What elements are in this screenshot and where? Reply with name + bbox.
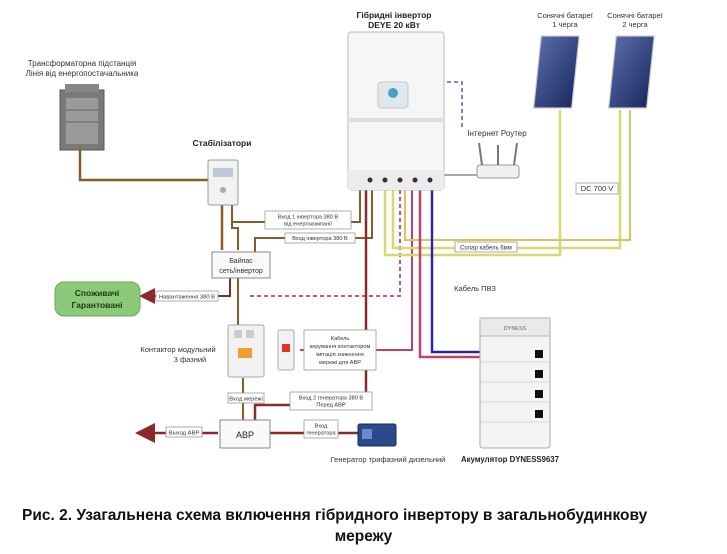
dc-voltage-tag: DC 700 V [575, 182, 619, 195]
svg-text:Солар кабель 6мм: Солар кабель 6мм [460, 246, 512, 252]
bypass-switch: Байпас сеть/інвертор [211, 251, 271, 279]
svg-text:Вход: Вход [315, 424, 328, 430]
svg-text:Генератор трифазний дизельний: Генератор трифазний дизельний [331, 455, 446, 464]
load-output-tag: Навантаження 380 В [155, 290, 219, 302]
pvz-cable-label: Кабель ПВЗ [454, 284, 496, 293]
hybrid-inverter: Гібридні інвертор DEYE 20 кВт [347, 10, 445, 191]
caption-line-1: Рис. 2. Узагальнена схема включення гібр… [22, 507, 648, 524]
solar1-label-1: Сонячні батареї [537, 11, 594, 20]
svg-text:Навантаження 380 В: Навантаження 380 В [159, 295, 215, 301]
stabilizer-label: Стабілізатори [193, 138, 252, 148]
transformer-label-1: Трансформаторна підстанція [28, 59, 136, 68]
gen-input2-tag: Вход 2 генератора 380 В Перед АВР [289, 391, 373, 411]
input1-tag: Вход 1 інвертора 380 В від енергокомпані… [264, 210, 352, 230]
network-dashed-line [440, 81, 463, 130]
stabilizer-bypass-loop [231, 205, 239, 250]
solar-panel-group-1: Сонячні батареї 1 черга [532, 11, 594, 109]
solar2-label-1: Сонячні батареї [607, 11, 664, 20]
svg-text:Байпас: Байпас [229, 257, 253, 265]
stabilizer: Стабілізатори [193, 138, 252, 206]
svg-text:АВР: АВР [236, 430, 254, 440]
solar-panel-group-2: Сонячні батареї 2 черга [607, 11, 664, 109]
svg-text:Споживачі: Споживачі [75, 288, 120, 298]
svg-text:Вход 1 інвертора 380 В: Вход 1 інвертора 380 В [278, 215, 338, 221]
svg-text:DYNESS: DYNESS [504, 326, 527, 332]
svg-text:3 фазний: 3 фазний [174, 355, 206, 364]
control-cable-tag: Кабель керування контактором імітація зн… [303, 329, 377, 371]
svg-text:мережі для АВР: мережі для АВР [319, 360, 361, 366]
inverter-label-1: Гібридні інвертор [357, 10, 432, 20]
modular-contactor: Контактор модульний 3 фазний [140, 324, 295, 378]
inverter-label-2: DEYE 20 кВт [368, 20, 420, 30]
svg-text:Кабель: Кабель [331, 336, 350, 342]
transformer-label-2: Лінія від енергопостачальника [26, 69, 139, 78]
solar2-label-2: 2 черга [622, 20, 648, 29]
solar-cable-tag: Солар кабель 6мм [454, 241, 518, 253]
internet-router: Інтернет Роутер [467, 129, 527, 179]
grid-input-tag: Вход інвертора 380 В [284, 232, 356, 244]
router-label: Інтернет Роутер [467, 129, 527, 138]
battery-cable-negative [430, 190, 480, 354]
solar1-label-2: 1 черга [552, 20, 578, 29]
transformer-substation: Трансформаторна підстанція Лінія від ене… [26, 59, 139, 151]
avr-output-tag: Выход АВР [165, 426, 203, 438]
svg-text:керування контактором: керування контактором [310, 344, 371, 350]
svg-text:імітація зникнення: імітація зникнення [316, 352, 364, 358]
svg-text:Вход інвертора 380 В: Вход інвертора 380 В [292, 236, 348, 242]
battery-cable-positive [418, 190, 480, 359]
svg-text:DC 700 V: DC 700 V [581, 184, 614, 193]
solar-cable-1 [383, 110, 562, 257]
svg-text:генератора: генератора [306, 431, 336, 437]
svg-text:Вход мережі: Вход мережі [229, 397, 262, 403]
svg-text:від енергокомпанії: від енергокомпанії [284, 222, 332, 228]
solar-cable-3 [404, 110, 631, 241]
control-dashed-line [250, 190, 401, 297]
avr-unit: АВР [219, 419, 271, 449]
caption-line-2: мережу [334, 528, 393, 545]
gen-in-tag: Вход генератора [303, 419, 339, 439]
guaranteed-consumers: Споживачі Гарантовані [54, 281, 141, 317]
svg-text:Выход АВР: Выход АВР [169, 431, 200, 437]
battery-label: Акумулятор DYNESS9637 [461, 455, 559, 464]
svg-text:Гарантовані: Гарантовані [71, 300, 122, 310]
svg-text:Вход 2 генератора 380 В: Вход 2 генератора 380 В [299, 396, 363, 402]
battery-dyness: DYNESS Акумулятор DYNESS9637 [461, 317, 559, 464]
svg-text:сеть/інвертор: сеть/інвертор [219, 267, 263, 275]
diesel-generator: Генератор трифазний дизельний [331, 423, 446, 464]
grid-in-tag: Вход мережі [227, 392, 265, 404]
svg-text:Перед АВР: Перед АВР [316, 403, 346, 409]
svg-text:Контактор модульний: Контактор модульний [140, 345, 215, 354]
